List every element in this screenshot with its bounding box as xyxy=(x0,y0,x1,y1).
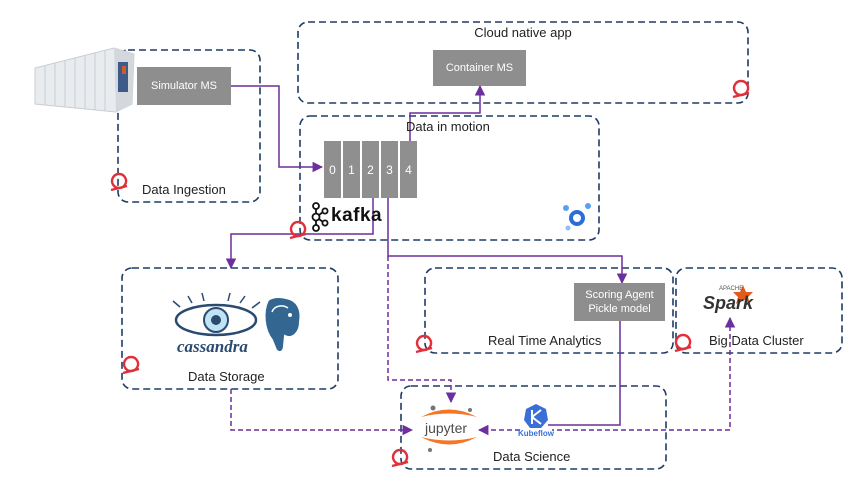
zone-label-cloud-native-app: Cloud native app xyxy=(474,25,572,40)
flow-kafka-to-scoring xyxy=(387,198,628,285)
kafka-partition-4: 4 xyxy=(400,141,417,198)
openshift-icon xyxy=(110,172,128,192)
zone-label-big-data-cluster: Big Data Cluster xyxy=(709,333,804,348)
flow-kafka-to-jupyter xyxy=(387,256,457,404)
spark-logo-text: Spark xyxy=(703,293,754,313)
jupyter-logo-icon xyxy=(421,405,477,452)
container-ms-box[interactable]: Container MS xyxy=(433,50,526,86)
spark-apache-text: APACHE xyxy=(719,286,744,292)
openshift-icon xyxy=(289,220,307,240)
scoring-agent-box[interactable]: Scoring Agent Pickle model xyxy=(574,283,665,321)
openshift-icon xyxy=(122,355,140,375)
openshift-icon xyxy=(391,448,409,468)
openshift-icon xyxy=(732,79,750,99)
simulator-ms-box[interactable]: Simulator MS xyxy=(137,67,231,105)
kubeflow-logo-text: Kubeflow xyxy=(518,429,554,438)
cassandra-logo-icon xyxy=(172,292,261,337)
flow-spark-to-data-science xyxy=(552,316,736,431)
pickle-model-label: Pickle model xyxy=(588,303,651,315)
kafka-partition-2: 2 xyxy=(362,141,379,198)
flow-kafka-to-container xyxy=(409,84,486,141)
kafka-partition-1: 1 xyxy=(343,141,360,198)
zone-label-data-science: Data Science xyxy=(493,449,571,464)
zone-label-data-storage: Data Storage xyxy=(188,369,265,384)
zone-data-science xyxy=(400,385,667,470)
cassandra-logo-text: cassandra xyxy=(177,337,248,356)
openshift-icon xyxy=(415,334,433,354)
scoring-agent-label: Scoring Agent xyxy=(585,289,654,301)
flow-storage-to-jupyter xyxy=(230,389,414,436)
jupyter-logo-text: jupyter xyxy=(425,420,468,436)
zone-label-data-in-motion: Data in motion xyxy=(406,119,490,134)
flow-simulator-to-kafka xyxy=(231,85,324,173)
openshift-icon xyxy=(674,333,692,353)
zone-cloud-native-app xyxy=(297,21,749,104)
reefer-container-image xyxy=(34,47,135,113)
zone-real-time-analytics xyxy=(424,267,674,354)
kafka-logo-text: kafka xyxy=(331,205,383,226)
flow-scoring-to-kubeflow xyxy=(548,321,621,426)
kafka-logo-icon xyxy=(311,202,329,232)
zone-data-ingestion xyxy=(117,49,261,203)
spark-logo-icon xyxy=(733,285,753,304)
zone-big-data-cluster xyxy=(675,267,843,354)
event-streams-icon xyxy=(563,203,591,231)
kubeflow-logo-icon xyxy=(524,404,548,428)
zone-data-in-motion xyxy=(299,115,600,241)
kafka-partition-3: 3 xyxy=(381,141,398,198)
postgresql-logo-icon xyxy=(263,295,302,354)
kafka-partition-0: 0 xyxy=(324,141,341,198)
zone-label-real-time-analytics: Real Time Analytics xyxy=(488,333,602,348)
zone-label-data-ingestion: Data Ingestion xyxy=(142,182,226,197)
